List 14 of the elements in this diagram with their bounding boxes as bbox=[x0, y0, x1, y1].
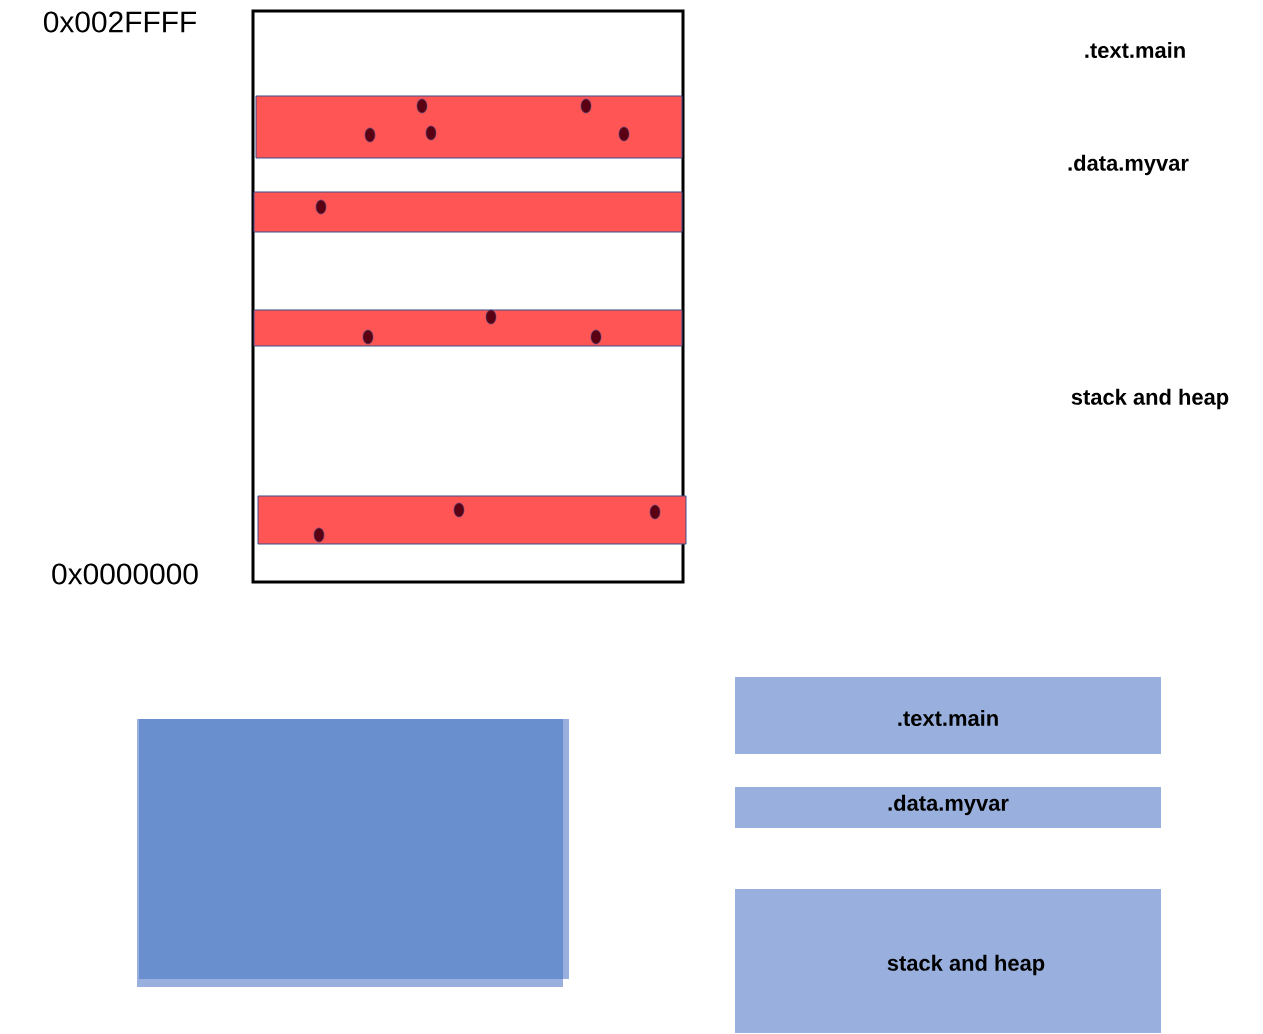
section-box: .text.main bbox=[735, 677, 1161, 754]
address-label: 0x002FFFF bbox=[43, 11, 197, 33]
memory-region bbox=[253, 191, 683, 233]
memory-block bbox=[137, 719, 569, 987]
address-label: 0x0000000 bbox=[52, 563, 198, 585]
section-box: .data.myvar bbox=[735, 787, 1161, 828]
memory-region bbox=[255, 95, 683, 159]
section-label: stack and heap bbox=[1071, 388, 1229, 410]
memory-box bbox=[251, 9, 685, 584]
memory-region bbox=[253, 309, 683, 347]
section-label: .data.myvar bbox=[1068, 154, 1189, 176]
section-label: .text.main bbox=[1085, 41, 1185, 59]
section-box: stack and heap bbox=[735, 889, 1161, 1033]
memory-region bbox=[257, 495, 687, 545]
